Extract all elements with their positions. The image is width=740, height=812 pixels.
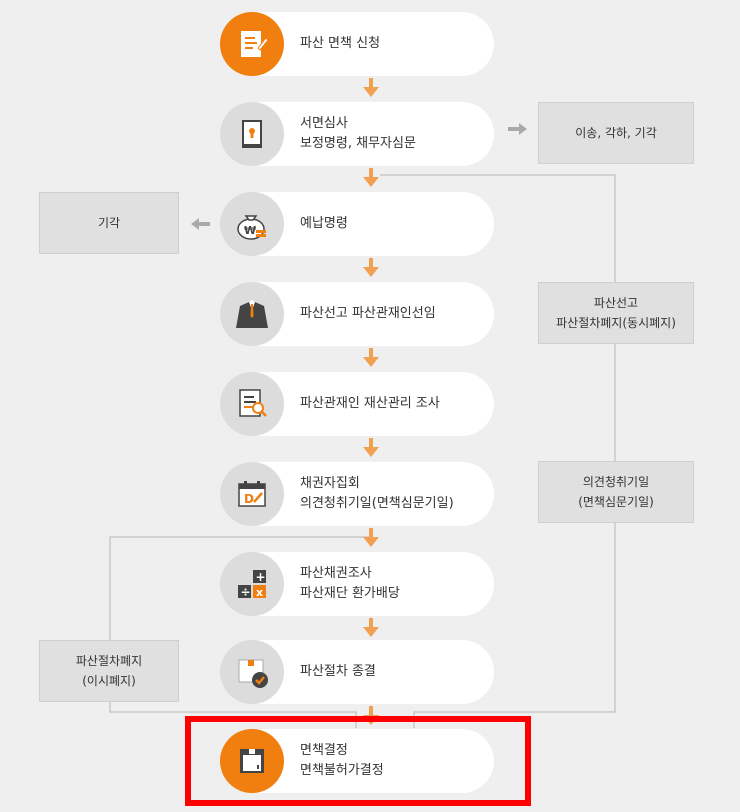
step-meeting-line2: 의견청취기일(면책심문기일) — [300, 496, 454, 511]
step-meeting: D 채권자집회 의견청취기일(면책심문기일) — [220, 462, 494, 526]
step-apply-label: 파산 면책 신청 — [300, 36, 381, 51]
arrow-down-2 — [363, 168, 379, 187]
step-investigation: 파산관재인 재산관리 조사 — [220, 372, 494, 436]
side-box-discontinue: 파산절차폐지 (이시폐지) — [39, 640, 179, 702]
document-pen-icon — [220, 12, 284, 76]
svg-text:÷: ÷ — [241, 585, 251, 599]
side-box-simultaneous: 파산선고 파산절차폐지(동시폐지) — [538, 282, 694, 344]
side-box-transfer: 이송, 각하, 기각 — [538, 102, 694, 164]
calculator-icon: + ÷ x — [220, 552, 284, 616]
step-closing: 파산절차 종결 — [220, 640, 494, 704]
box-check-icon — [220, 640, 284, 704]
step-distribution: + ÷ x 파산채권조사 파산재단 환가배당 — [220, 552, 494, 616]
step-decision-line1: 면책결정 — [300, 743, 348, 758]
side-box-discontinue-line1: 파산절차폐지 — [75, 654, 143, 668]
svg-text:+: + — [256, 570, 266, 584]
step-decision: 면책결정 면책불허가결정 — [220, 729, 494, 793]
svg-text:x: x — [256, 586, 263, 599]
step-investigation-label: 파산관재인 재산관리 조사 — [300, 396, 440, 411]
side-box-discontinue-line2: (이시폐지) — [82, 674, 136, 688]
step-decision-line2: 면책불허가결정 — [300, 763, 384, 778]
step-distribution-line1: 파산채권조사 — [300, 566, 372, 581]
side-box-hearing-line1: 의견청취기일 — [582, 475, 650, 489]
arrow-right-gray — [508, 123, 527, 135]
box-icon — [220, 729, 284, 793]
step-meeting-line1: 채권자집회 — [300, 476, 360, 491]
step-declaration: 파산선고 파산관재인선임 — [220, 282, 494, 346]
step-closing-label: 파산절차 종결 — [300, 664, 376, 679]
arrow-down-1 — [363, 78, 379, 97]
calendar-icon: D — [220, 462, 284, 526]
step-apply: 파산 면책 신청 — [220, 12, 494, 76]
step-review-line1: 서면심사 — [300, 116, 348, 131]
step-review: 서면심사 보정명령, 채무자심문 — [220, 102, 494, 166]
arrow-down-3 — [363, 258, 379, 277]
svg-text:D: D — [244, 492, 254, 506]
side-box-simultaneous-line1: 파산선고 — [593, 296, 639, 310]
step-deposit-label: 예납명령 — [300, 216, 348, 231]
money-bag-icon: ₩ — [220, 192, 284, 256]
svg-text:₩: ₩ — [244, 224, 256, 237]
document-lock-icon — [220, 102, 284, 166]
highlight-frame — [185, 716, 531, 806]
suit-person-icon — [220, 282, 284, 346]
side-box-hearing-line2: (면책심문기일) — [578, 495, 654, 509]
side-box-dismiss: 기각 — [39, 192, 179, 254]
side-box-simultaneous-line2: 파산절차폐지(동시폐지) — [556, 316, 676, 330]
arrow-down-7 — [363, 618, 379, 637]
side-box-dismiss-label: 기각 — [97, 216, 121, 230]
arrow-down-6 — [363, 528, 379, 547]
document-search-icon — [220, 372, 284, 436]
arrow-down-4 — [363, 348, 379, 367]
arrow-down-5 — [363, 438, 379, 457]
step-deposit: ₩ 예납명령 — [220, 192, 494, 256]
side-box-hearing: 의견청취기일 (면책심문기일) — [538, 461, 694, 523]
step-declaration-label: 파산선고 파산관재인선임 — [300, 306, 436, 321]
side-box-transfer-label: 이송, 각하, 기각 — [575, 126, 657, 140]
step-distribution-line2: 파산재단 환가배당 — [300, 586, 400, 601]
arrow-left-gray — [191, 218, 210, 230]
step-review-line2: 보정명령, 채무자심문 — [300, 136, 416, 151]
